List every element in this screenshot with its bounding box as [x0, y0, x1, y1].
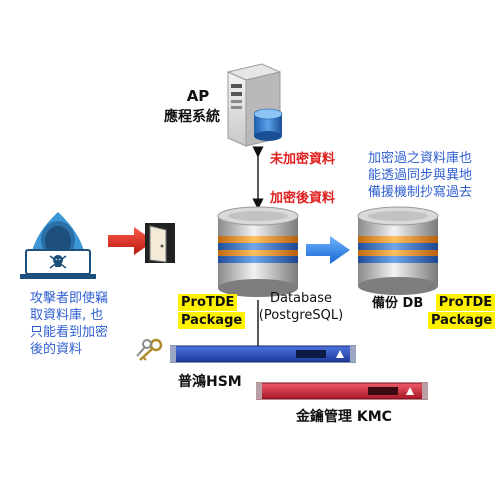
- attacker-note-line: 後的資料: [30, 342, 83, 357]
- keys-icon: [134, 338, 164, 364]
- backup-database-icon: [354, 206, 442, 296]
- unencrypted-data-label: 未加密資料: [270, 152, 336, 167]
- database-label: Database (PostgreSQL): [256, 290, 346, 324]
- attacker-note-line: 只能看到加密: [30, 325, 109, 340]
- backup-db-label: 備份 DB: [372, 296, 424, 311]
- database-name: Database: [269, 291, 333, 306]
- package-label: Package: [428, 312, 496, 329]
- protde-label: ProTDE: [435, 294, 496, 311]
- protde-label: ProTDE: [178, 294, 238, 311]
- kmc-appliance: [255, 380, 429, 402]
- backup-note-line: 備援機制抄寫過去: [368, 185, 473, 200]
- attacker-note-line: 攻擊者即使竊: [30, 291, 109, 306]
- ap-title: AP: [186, 87, 210, 105]
- attacker-note-line: 取資料庫, 也: [30, 308, 104, 323]
- database-engine: (PostgreSQL): [258, 308, 344, 323]
- kmc-label: 金鑰管理 KMC: [296, 409, 392, 425]
- hsm-label: 普鴻HSM: [178, 374, 242, 390]
- attacker-icon: [16, 204, 100, 280]
- encrypted-data-label: 加密後資料: [270, 191, 336, 206]
- protde-package-main: ProTDE Package: [178, 292, 246, 329]
- door-icon: [144, 222, 176, 264]
- package-label: Package: [178, 312, 246, 329]
- ap-subtitle: 應程系統: [164, 109, 220, 125]
- attacker-note: 攻擊者即使竊 取資料庫, 也 只能看到加密 後的資料: [30, 290, 108, 358]
- red-arrow-icon: [108, 226, 156, 256]
- backup-note-line: 能透過同步與異地: [368, 168, 473, 183]
- blue-arrow-icon: [306, 234, 352, 266]
- backup-note-line: 加密過之資料庫也: [368, 151, 473, 166]
- protde-package-backup: ProTDE Package: [428, 292, 496, 329]
- backup-note: 加密過之資料庫也 能透過同步與異地 備援機制抄寫過去: [368, 150, 472, 201]
- ap-server-icon: [222, 62, 288, 148]
- database-icon: [214, 206, 302, 298]
- hsm-appliance: [169, 343, 357, 365]
